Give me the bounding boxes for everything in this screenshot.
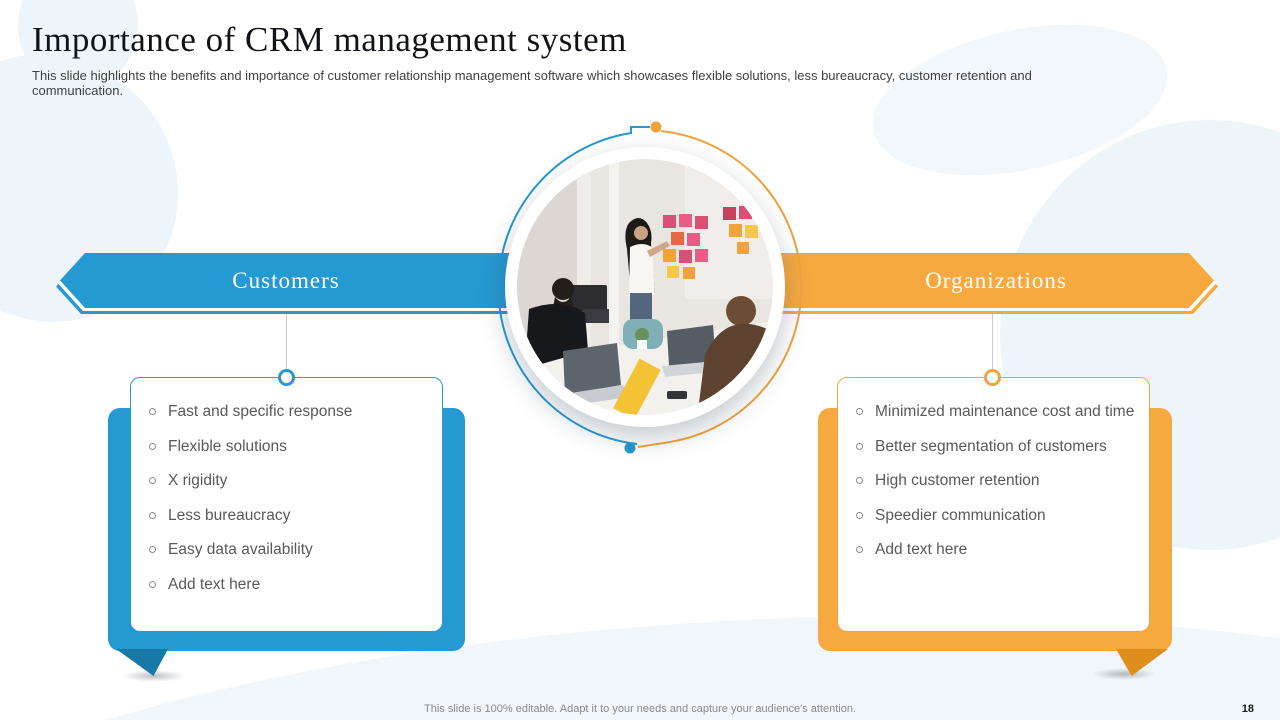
list-item-text: Speedier communication: [875, 506, 1046, 524]
organizations-benefits-card: Minimized maintenance cost and time Bett…: [837, 377, 1150, 632]
list-item-text: Flexible solutions: [168, 437, 287, 455]
customers-benefits-list: Fast and specific response Flexible solu…: [149, 402, 428, 595]
circle-bullet-icon: [149, 477, 156, 484]
list-item-text: Less bureaucracy: [168, 506, 291, 524]
list-item-text: X rigidity: [168, 472, 228, 489]
circle-bullet-icon: [856, 408, 863, 415]
footer-note: This slide is 100% editable. Adapt it to…: [424, 703, 856, 715]
circle-bullet-icon: [149, 546, 156, 553]
connector-line-left: [286, 308, 287, 370]
list-item-text: Add text here: [168, 575, 261, 593]
circle-bullet-icon: [856, 442, 863, 450]
circle-bullet-icon: [856, 546, 863, 553]
team-meeting-photo: [517, 159, 773, 415]
list-item: Speedier communication: [856, 506, 1135, 526]
customers-benefits-card: Fast and specific response Flexible solu…: [130, 377, 443, 632]
banner-face: [60, 253, 512, 308]
list-item: Better segmentation of customers: [856, 437, 1135, 457]
page-number: 18: [1241, 703, 1254, 715]
organizations-benefits-list: Minimized maintenance cost and time Bett…: [856, 402, 1135, 560]
customers-banner-label: Customers: [232, 267, 340, 293]
list-item: Easy data availability: [149, 540, 428, 560]
customers-banner: Customers: [56, 253, 512, 314]
circle-bullet-icon: [856, 511, 863, 519]
circle-bullet-icon: [856, 477, 863, 484]
list-item: Add text here: [149, 575, 428, 595]
connector-ring-icon: [984, 369, 1001, 386]
list-item: Add text here: [856, 540, 1135, 560]
list-item: Flexible solutions: [149, 437, 428, 457]
center-photo-ring: [505, 147, 785, 427]
list-item: Less bureaucracy: [149, 506, 428, 526]
list-item-text: Better segmentation of customers: [875, 437, 1107, 455]
orange-dot-icon: [650, 121, 662, 133]
circle-bullet-icon: [149, 408, 156, 415]
blue-dot-icon: [624, 442, 636, 454]
list-item: Fast and specific response: [149, 402, 428, 422]
organizations-banner-label: Organizations: [925, 267, 1067, 293]
list-item-text: Add text here: [875, 541, 968, 558]
connector-line-right: [992, 308, 993, 370]
list-item: High customer retention: [856, 471, 1135, 491]
list-item-text: High customer retention: [875, 472, 1040, 489]
banner-face: [778, 253, 1214, 308]
list-item: X rigidity: [149, 471, 428, 491]
list-item: Minimized maintenance cost and time: [856, 402, 1135, 422]
circle-arc-decoration: [497, 121, 803, 454]
circle-bullet-icon: [149, 580, 156, 588]
tail-shadow: [1092, 668, 1156, 680]
list-item-text: Fast and specific response: [168, 403, 353, 420]
organizations-banner: Organizations: [778, 253, 1214, 308]
slide-subtitle: This slide highlights the benefits and i…: [32, 68, 1032, 98]
slide-title: Importance of CRM management system: [32, 20, 627, 59]
connector-ring-icon: [278, 369, 295, 386]
list-item-text: Easy data availability: [168, 541, 313, 558]
tail-shadow: [122, 670, 186, 682]
circle-bullet-icon: [149, 511, 156, 519]
list-item-text: Minimized maintenance cost and time: [875, 403, 1135, 420]
circle-bullet-icon: [149, 442, 156, 450]
